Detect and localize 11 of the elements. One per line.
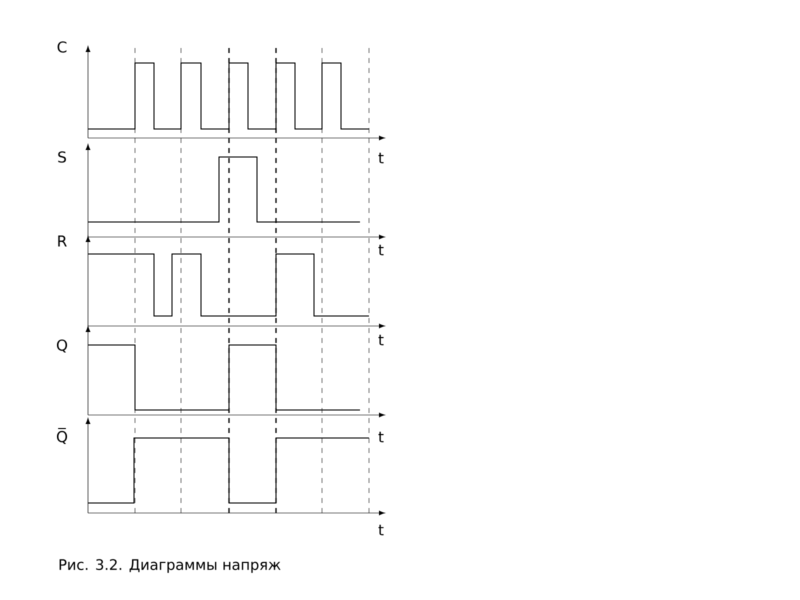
axis-label: C bbox=[58, 41, 66, 53]
axis-label: S bbox=[58, 151, 66, 163]
axis-label: R bbox=[58, 236, 67, 246]
axis-label: t bbox=[378, 152, 384, 164]
caption: Рис. 3.2. Диаграммы напряж bbox=[60, 559, 281, 573]
axis-label: t bbox=[378, 524, 384, 536]
axis-label: t bbox=[378, 432, 384, 442]
axis-label: Q bbox=[56, 339, 68, 353]
axis-label: Q̅ bbox=[56, 428, 68, 444]
axis-label: t bbox=[378, 244, 384, 256]
axis-label: t bbox=[378, 334, 384, 346]
